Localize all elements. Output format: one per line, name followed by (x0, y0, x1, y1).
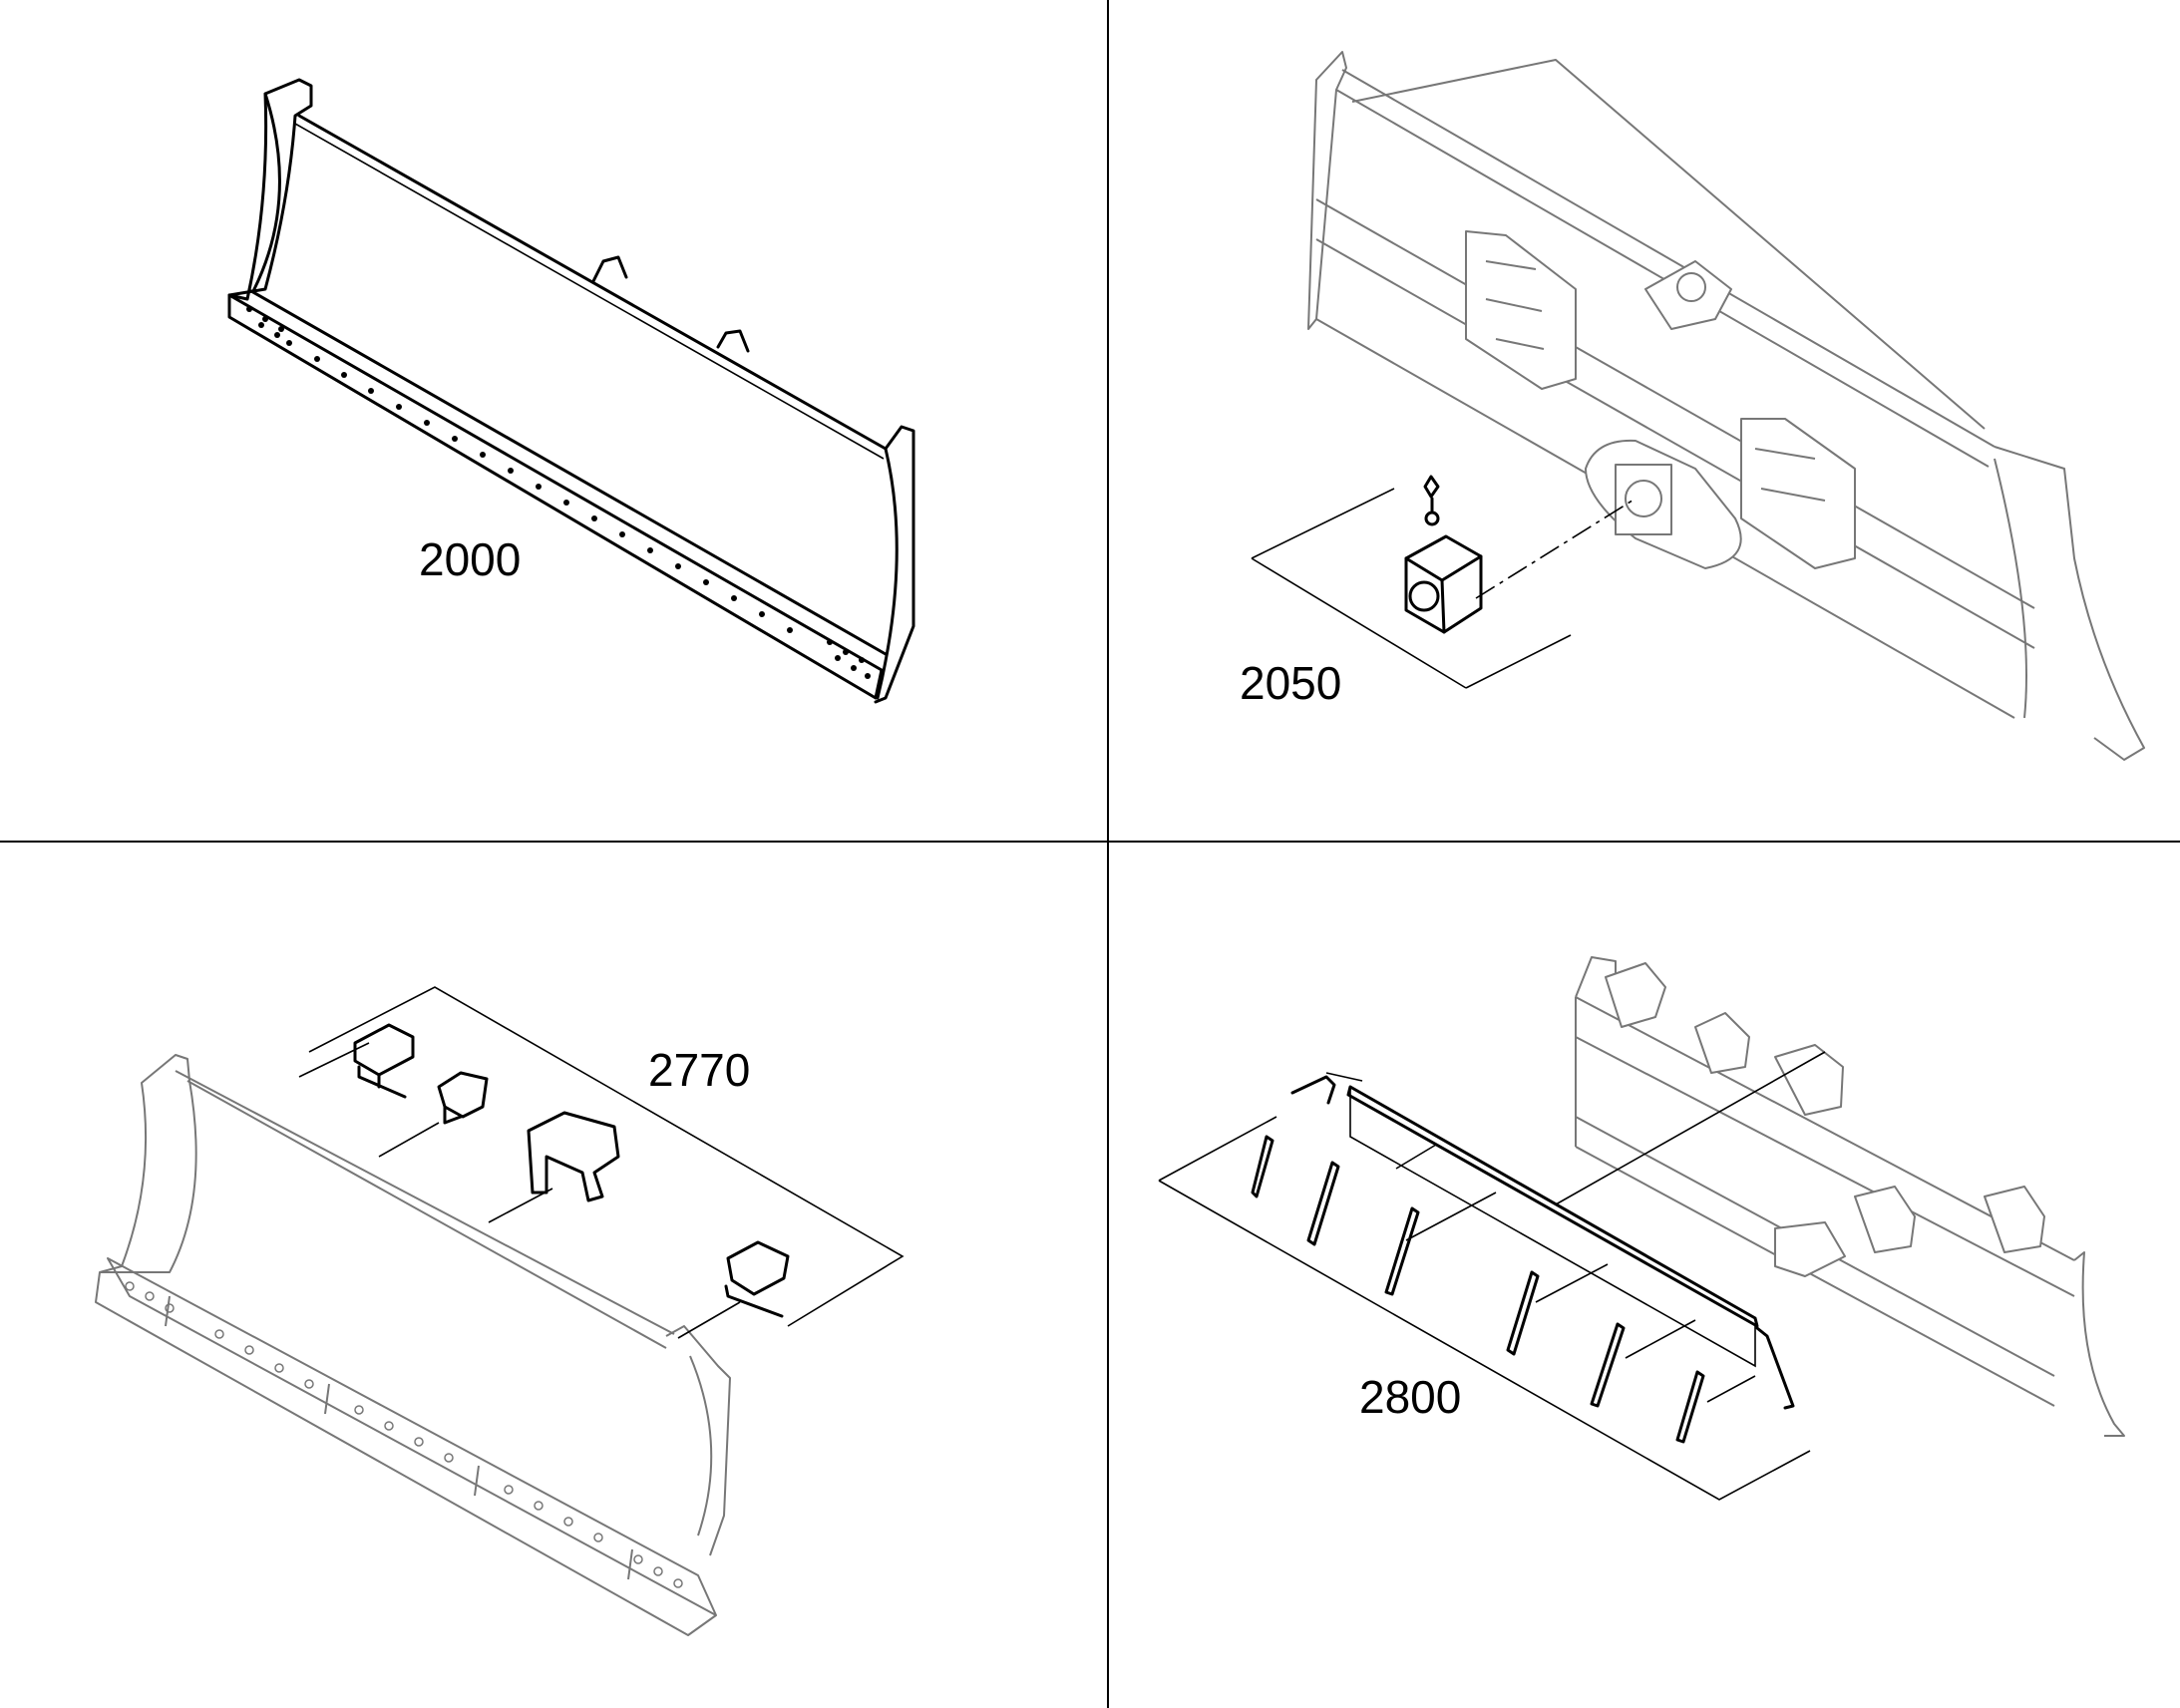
callout-2050: 2050 (1240, 657, 1342, 709)
vertical-divider (1107, 0, 1109, 1708)
callout-2000: 2000 (419, 533, 522, 585)
wear-plate-kit-2800 (1158, 1051, 1826, 1501)
blade-rear-view-drawing (1307, 51, 2145, 761)
horizontal-divider (0, 841, 2180, 843)
blade-frame-drawing (1575, 956, 2125, 1437)
bracket-kit-2770 (298, 986, 905, 1339)
cutting-edge-bolt-holes (246, 306, 871, 679)
blade-assembly-drawing (227, 78, 915, 704)
blade-with-brackets-drawing (95, 1054, 731, 1636)
callout-2770: 2770 (648, 1044, 751, 1096)
cutting-edge-hole-pairs (125, 1281, 683, 1588)
callout-2800: 2800 (1359, 1371, 1462, 1423)
hub-plate-part-2050 (1251, 475, 1636, 689)
